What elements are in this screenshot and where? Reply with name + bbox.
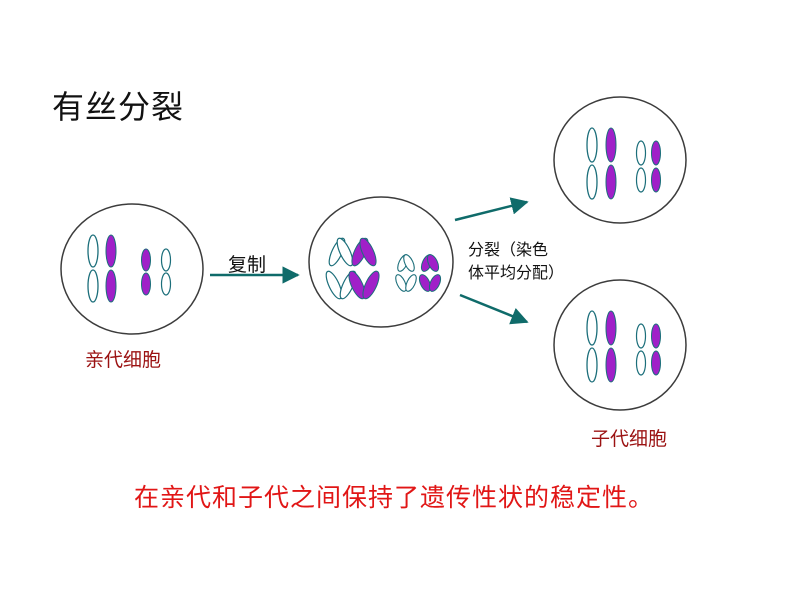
chromosome-large-filled: [605, 127, 617, 200]
chromosome-small-filled: [141, 248, 151, 296]
chromosome-small-outline: [635, 323, 647, 376]
chromosome-small-filled: [651, 140, 661, 193]
chromosome-large-outline: [586, 310, 598, 383]
divide-label-line2: 体平均分配）: [468, 263, 565, 282]
divide-label-line1: 分裂（染色: [468, 240, 549, 259]
chromosome-large-outline: [87, 234, 99, 303]
x-chromosome-small-filled: [418, 254, 442, 292]
daughter-cell-bottom: [553, 279, 687, 411]
x-chromosome-small-outline: [395, 254, 417, 292]
chromosome-small-outline: [160, 248, 172, 296]
replicated-cell: [308, 196, 454, 328]
chromosome-large-outline: [586, 127, 598, 200]
x-chromosome-large-filled: [348, 237, 380, 300]
parent-cell-label: 亲代细胞: [85, 349, 162, 371]
chromosome-large-filled: [105, 234, 117, 303]
replicate-label: 复制: [228, 254, 267, 276]
chromosome-small-filled: [651, 323, 661, 376]
chromosome-small-outline: [635, 140, 647, 193]
conclusion-text: 在亲代和子代之间保持了遗传性状的稳定性。: [134, 483, 655, 512]
chromosome-large-filled: [605, 310, 617, 383]
daughter-cell-label: 子代细胞: [591, 428, 668, 450]
page-title: 有丝分裂: [52, 88, 185, 126]
parent-cell: [60, 203, 204, 335]
daughter-cell-top: [553, 96, 687, 224]
divide-arrow-up: [454, 197, 529, 222]
divide-arrow-down: [459, 293, 529, 325]
